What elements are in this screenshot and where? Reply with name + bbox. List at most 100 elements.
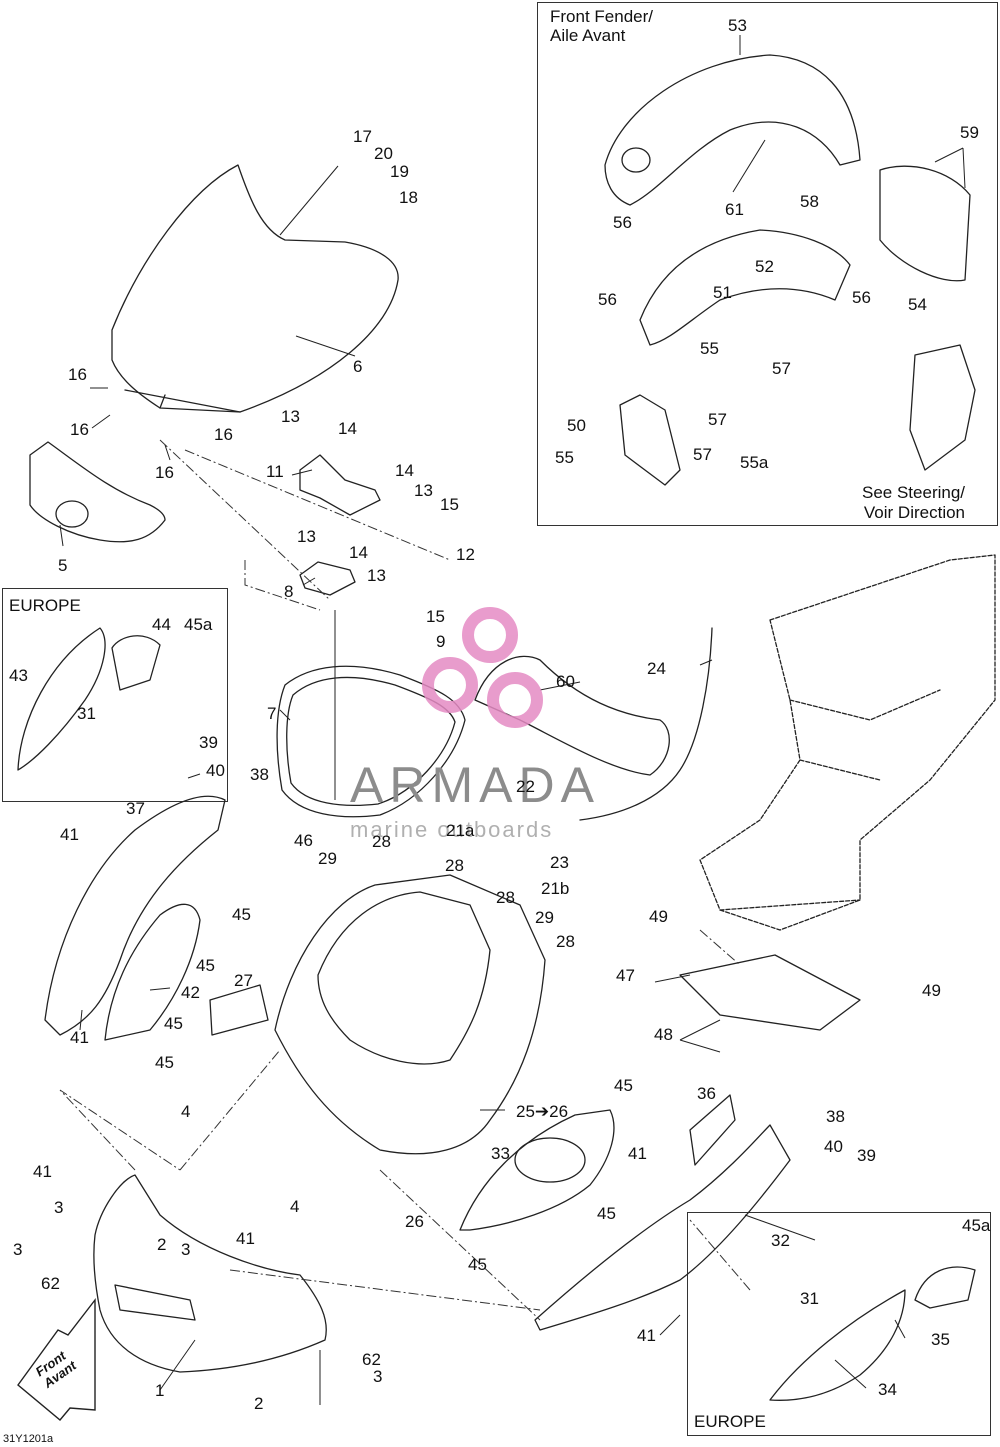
callout-12: 12 — [456, 545, 475, 564]
callout-15: 15 — [426, 607, 445, 626]
callout-3: 3 — [54, 1198, 64, 1217]
callout-56: 56 — [852, 288, 871, 307]
callout-56: 56 — [613, 213, 632, 232]
callout-29: 29 — [318, 849, 337, 868]
callout-26: 26 — [405, 1212, 424, 1231]
callout-19: 19 — [390, 162, 409, 181]
europe-inset-left — [2, 588, 228, 802]
europe-housing-right — [914, 1266, 976, 1309]
callout-59: 59 — [960, 123, 979, 142]
callout-16: 16 — [70, 420, 89, 439]
callout-1: 1 — [155, 1381, 165, 1400]
callout-32: 32 — [771, 1231, 790, 1250]
callout-3: 3 — [181, 1240, 191, 1259]
callout-49: 49 — [649, 907, 668, 926]
callout-62: 62 — [41, 1274, 60, 1293]
callout-41: 41 — [236, 1229, 255, 1248]
callout-40: 40 — [824, 1137, 843, 1156]
callout-60: 60 — [556, 672, 575, 691]
side-panel-42 — [104, 903, 201, 1041]
callout-43: 43 — [9, 666, 28, 685]
callout-62: 62 — [362, 1350, 381, 1369]
grille-part — [29, 441, 166, 543]
callout-53: 53 — [728, 16, 747, 35]
callout-36: 36 — [697, 1084, 716, 1103]
callout-16: 16 — [68, 365, 87, 384]
fender-bracket — [639, 229, 851, 346]
front-direction-arrow — [17, 1297, 96, 1421]
callout-18: 18 — [399, 188, 418, 207]
bracket-11 — [299, 454, 381, 516]
callout-21b: 21b — [541, 879, 570, 898]
callout-6: 6 — [353, 357, 363, 376]
callout-38: 38 — [826, 1107, 845, 1126]
callout-41: 41 — [60, 825, 79, 844]
drawing-code: 31Y1201a — [3, 1433, 54, 1445]
callout-48: 48 — [654, 1025, 673, 1044]
callout-15: 15 — [440, 495, 459, 514]
callout-29: 29 — [535, 908, 554, 927]
skid-plate — [679, 954, 861, 1031]
side-panel-left — [44, 795, 226, 1036]
callout-41: 41 — [637, 1326, 656, 1345]
front-fender — [604, 54, 861, 206]
callout-33: 33 — [491, 1144, 510, 1163]
callout-35: 35 — [931, 1330, 950, 1349]
callout-28: 28 — [496, 888, 515, 907]
europe-right-title: EUROPE — [694, 1412, 766, 1431]
callout-3: 3 — [13, 1240, 23, 1259]
steering-knuckle — [909, 344, 976, 471]
callout-23: 23 — [550, 853, 569, 872]
duct-60 — [474, 655, 670, 776]
panel-46 — [209, 984, 269, 1036]
callout-14: 14 — [338, 419, 357, 438]
callout-45a: 45a — [184, 615, 213, 634]
europe-housing-left — [111, 635, 161, 691]
brace-50 — [619, 394, 681, 486]
callout-55a: 55a — [740, 453, 769, 472]
callout-2: 2 — [157, 1235, 167, 1254]
watermark-tagline: marine outboards — [350, 817, 554, 842]
callout-47: 47 — [616, 966, 635, 985]
see-steering-note: See Steering/ Voir Direction — [862, 483, 966, 522]
callout-54: 54 — [908, 295, 927, 314]
callout-58: 58 — [800, 192, 819, 211]
callout-49: 49 — [922, 981, 941, 1000]
seal-part — [276, 665, 466, 818]
callout-3: 3 — [373, 1367, 383, 1386]
callout-31: 31 — [77, 704, 96, 723]
callout-28: 28 — [556, 932, 575, 951]
callout-45: 45 — [164, 1014, 183, 1033]
callout-57: 57 — [693, 445, 712, 464]
callout-55: 55 — [700, 339, 719, 358]
callout-61: 61 — [725, 200, 744, 219]
callout-40: 40 — [206, 761, 225, 780]
callout-38: 38 — [250, 765, 269, 784]
callout-45: 45 — [468, 1255, 487, 1274]
callout-42: 42 — [181, 983, 200, 1002]
callout-4: 4 — [181, 1102, 191, 1121]
callout-4: 4 — [290, 1197, 300, 1216]
callout-37: 37 — [126, 799, 145, 818]
callout-7: 7 — [267, 704, 277, 723]
callout-14: 14 — [395, 461, 414, 480]
callout-55: 55 — [555, 448, 574, 467]
bracket-8 — [299, 561, 356, 596]
callout-9: 9 — [436, 632, 446, 651]
europe-lens-left — [17, 627, 106, 771]
callout-27: 27 — [234, 971, 253, 990]
callout-41: 41 — [70, 1028, 89, 1047]
callout-28: 28 — [445, 856, 464, 875]
callout-50: 50 — [567, 416, 586, 435]
lower-fairing — [93, 1174, 327, 1373]
callout-57: 57 — [772, 359, 791, 378]
europe-left-title: EUROPE — [9, 596, 81, 615]
callout-11: 11 — [266, 462, 284, 481]
front-fender-title: Front Fender/ Aile Avant — [550, 7, 653, 45]
callout-45: 45 — [155, 1053, 174, 1072]
callout-16: 16 — [155, 463, 174, 482]
callout-44: 44 — [152, 615, 171, 634]
callout-24: 24 — [647, 659, 666, 678]
splash-guard — [879, 165, 971, 282]
